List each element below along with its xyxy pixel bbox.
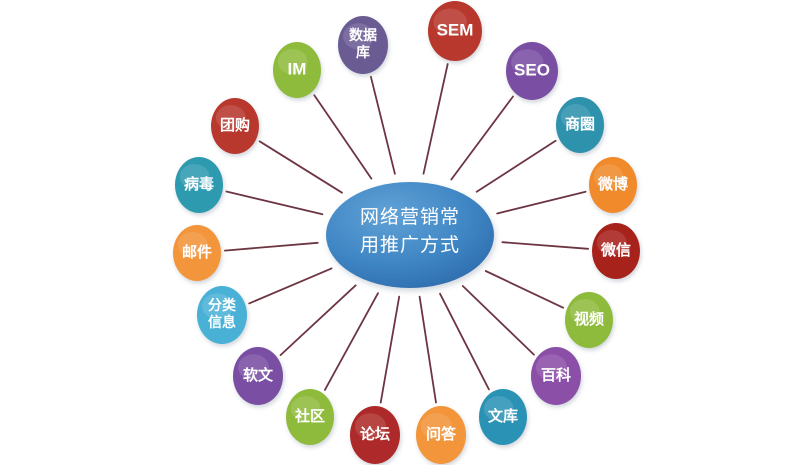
connector-line-weibo	[496, 190, 587, 215]
node-label: 邮件	[182, 243, 212, 261]
node-label: 视频	[574, 310, 604, 328]
channel-node-weibo[interactable]: 微博	[589, 157, 637, 213]
connector-lines	[223, 63, 589, 404]
channel-node-qa[interactable]: 问答	[416, 406, 466, 464]
node-label: 库	[356, 44, 370, 60]
connector-line-classified	[248, 267, 333, 305]
center-label-line2: 用推广方式	[360, 234, 460, 256]
node-label: 文库	[488, 407, 518, 425]
node-label: 信息	[208, 314, 236, 330]
channel-node-baike[interactable]: 百科	[531, 347, 581, 405]
connector-line-softarticle	[279, 284, 357, 357]
connector-line-groupbuy	[258, 140, 343, 194]
node-label: 微信	[600, 241, 631, 259]
channel-node-bizcircle[interactable]: 商圈	[556, 97, 604, 153]
node-label: IM	[288, 59, 307, 78]
center-label-line1: 网络营销常	[360, 206, 460, 228]
channel-node-wenku[interactable]: 文库	[479, 389, 527, 445]
connector-line-im	[313, 94, 373, 180]
connector-line-sem	[422, 63, 449, 175]
channel-node-video[interactable]: 视频	[565, 292, 613, 348]
connector-line-virus	[225, 190, 324, 216]
connector-line-wenku	[439, 292, 490, 391]
node-label: 社区	[294, 407, 325, 425]
connector-line-email	[223, 241, 319, 252]
connector-line-community	[323, 292, 379, 391]
connector-line-baike	[461, 285, 535, 356]
node-label: 软文	[243, 366, 274, 384]
connector-line-database	[369, 75, 396, 175]
node-label: SEM	[437, 20, 474, 39]
channel-node-sem[interactable]: SEM	[428, 1, 482, 61]
channel-node-forum[interactable]: 论坛	[350, 406, 400, 464]
channel-node-im[interactable]: IM	[273, 42, 321, 98]
node-label: 论坛	[360, 425, 390, 443]
channel-node-community[interactable]: 社区	[286, 389, 334, 445]
node-label: 数据	[349, 27, 377, 43]
channel-node-email[interactable]: 邮件	[173, 225, 221, 281]
node-label: 微博	[597, 175, 628, 193]
channel-node-softarticle[interactable]: 软文	[233, 347, 283, 405]
connector-line-seo	[450, 95, 514, 181]
connector-line-video	[484, 270, 564, 309]
node-label: 病毒	[184, 175, 214, 193]
node-label: 商圈	[565, 115, 595, 133]
connector-line-qa	[418, 295, 437, 404]
connector-line-bizcircle	[475, 139, 557, 193]
node-label: SEO	[514, 60, 550, 79]
channel-node-virus[interactable]: 病毒	[175, 157, 223, 213]
connector-line-forum	[379, 295, 401, 404]
channel-node-seo[interactable]: SEO	[506, 42, 558, 100]
channel-node-groupbuy[interactable]: 团购	[211, 98, 259, 154]
node-label: 团购	[220, 116, 250, 134]
node-label: 问答	[426, 425, 457, 443]
node-label: 分类	[208, 297, 237, 313]
channel-node-wechat[interactable]: 微信	[592, 223, 640, 279]
channel-node-database[interactable]: 数据库	[338, 16, 388, 74]
node-label: 百科	[541, 366, 571, 384]
connector-line-wechat	[501, 241, 589, 250]
